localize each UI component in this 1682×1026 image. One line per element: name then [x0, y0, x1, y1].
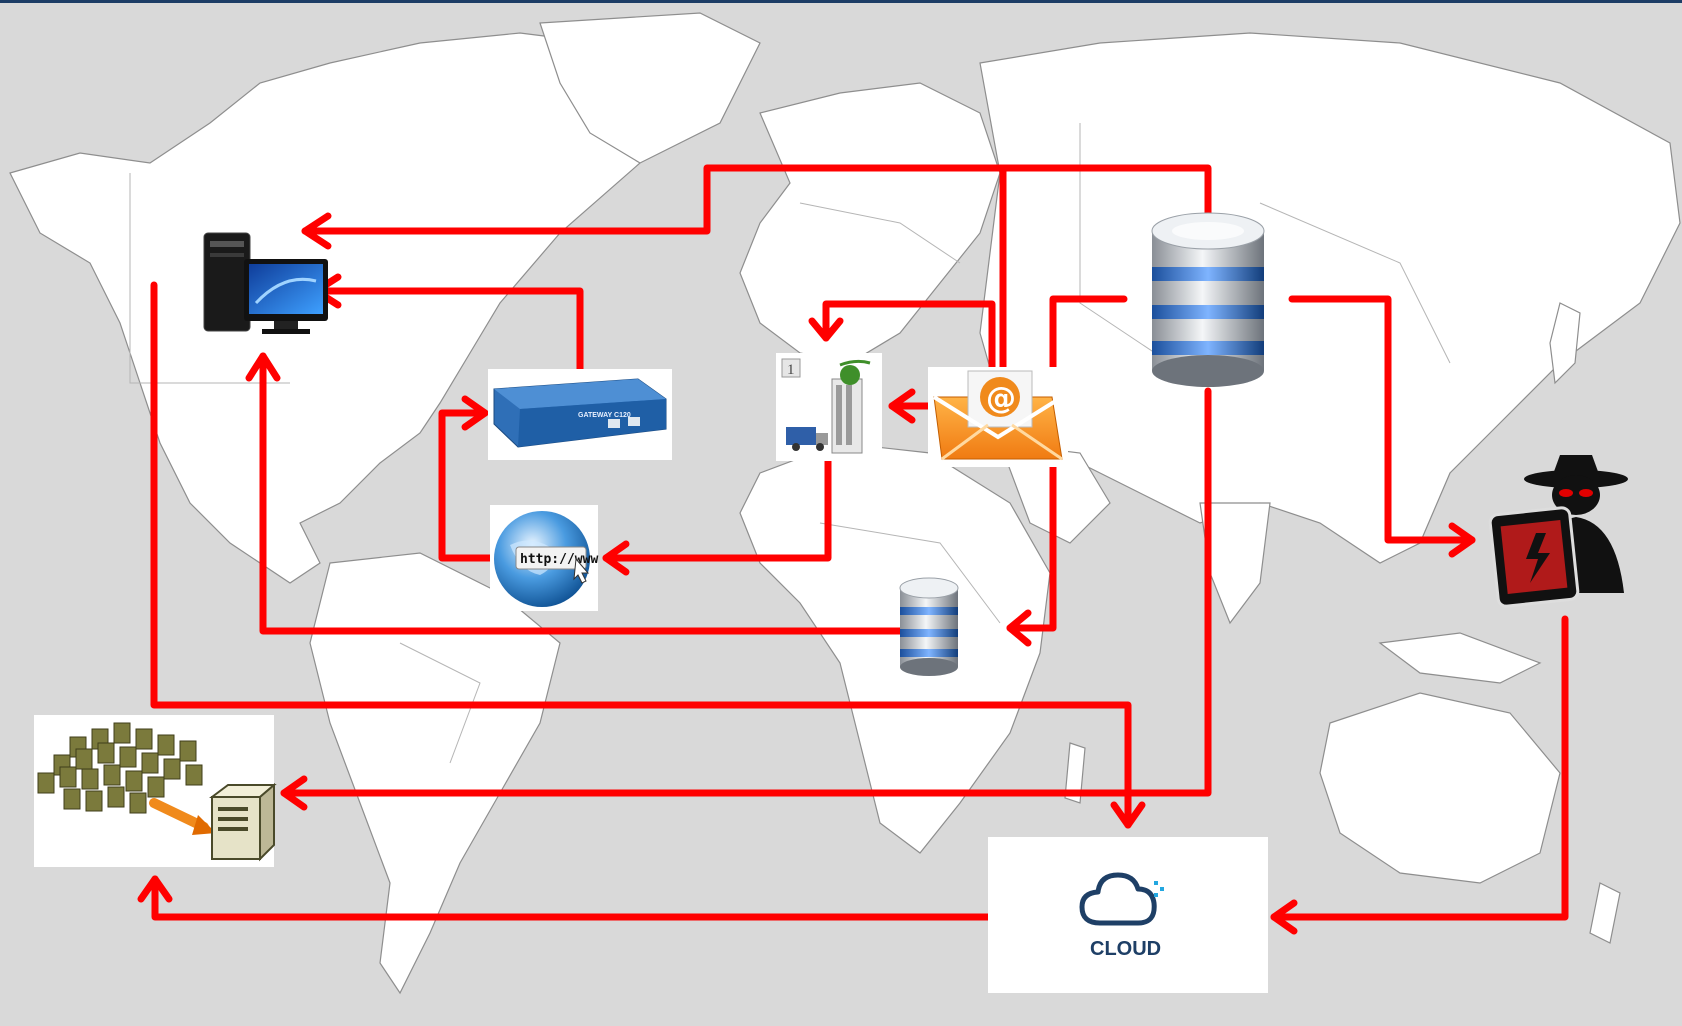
madagascar: [1064, 742, 1086, 804]
japan: [1549, 302, 1581, 385]
connector-cloud-to-server-farm: [151, 875, 992, 921]
gateway-device-icon[interactable]: GATEWAY C120: [488, 369, 672, 460]
arrowhead: [1448, 522, 1476, 558]
connector-email-to-office: [822, 300, 996, 371]
email-envelope-icon[interactable]: @: [928, 367, 1068, 467]
office-tag: 1: [787, 362, 795, 378]
arrowhead: [280, 775, 308, 811]
office-building-icon[interactable]: 1: [776, 353, 882, 461]
hacker-alert-icon[interactable]: [1488, 455, 1628, 608]
arrowhead: [808, 317, 844, 342]
diagram-canvas: GATEWAY C120 http://www 1 @: [9, 12, 1681, 995]
server-farm-icon[interactable]: [34, 715, 277, 867]
arrowhead: [1270, 899, 1298, 935]
connector-main-db-to-server-farm: [280, 387, 1212, 797]
database-icon[interactable]: [899, 577, 959, 676]
connector-office-to-web: [602, 457, 832, 562]
globe-http-icon[interactable]: http://www: [490, 505, 598, 611]
connector-web-to-gateway: [438, 409, 499, 562]
connector-gateway-to-workstation: [312, 287, 584, 374]
database-icon[interactable]: [1151, 212, 1265, 387]
indonesia: [1378, 632, 1542, 684]
europe: [739, 82, 1001, 364]
arrowhead: [1110, 801, 1146, 829]
australia: [1319, 692, 1561, 884]
connector-main-db-to-workstation: [301, 164, 1212, 235]
http-label: http://www: [520, 552, 598, 567]
connector-main-db-to-hacker: [1288, 295, 1476, 544]
desktop-computer-icon[interactable]: [203, 232, 328, 334]
cloud-node[interactable]: CLOUD: [988, 837, 1268, 993]
cloud-icon: [1079, 872, 1164, 926]
connector-small-db-to-workstation: [259, 352, 904, 635]
connectors: [137, 164, 1569, 935]
cloud-label: CLOUD: [1090, 938, 1161, 960]
arrowhead: [888, 388, 916, 424]
africa: [739, 442, 1051, 854]
north-america: [9, 32, 651, 584]
connector-hacker-to-cloud: [1270, 615, 1569, 921]
arrowhead: [461, 395, 489, 431]
arrowhead: [1006, 609, 1032, 647]
new-zealand: [1589, 882, 1621, 944]
arrowhead: [245, 352, 281, 382]
email-at-sign: @: [986, 381, 1016, 416]
south-america: [309, 552, 561, 995]
arrowhead: [301, 212, 332, 250]
arrowhead: [602, 540, 630, 576]
greenland: [539, 12, 761, 164]
gateway-label: GATEWAY C120: [578, 412, 631, 419]
arrowhead: [137, 875, 173, 903]
connector-workstation-to-cloud: [150, 281, 1132, 829]
